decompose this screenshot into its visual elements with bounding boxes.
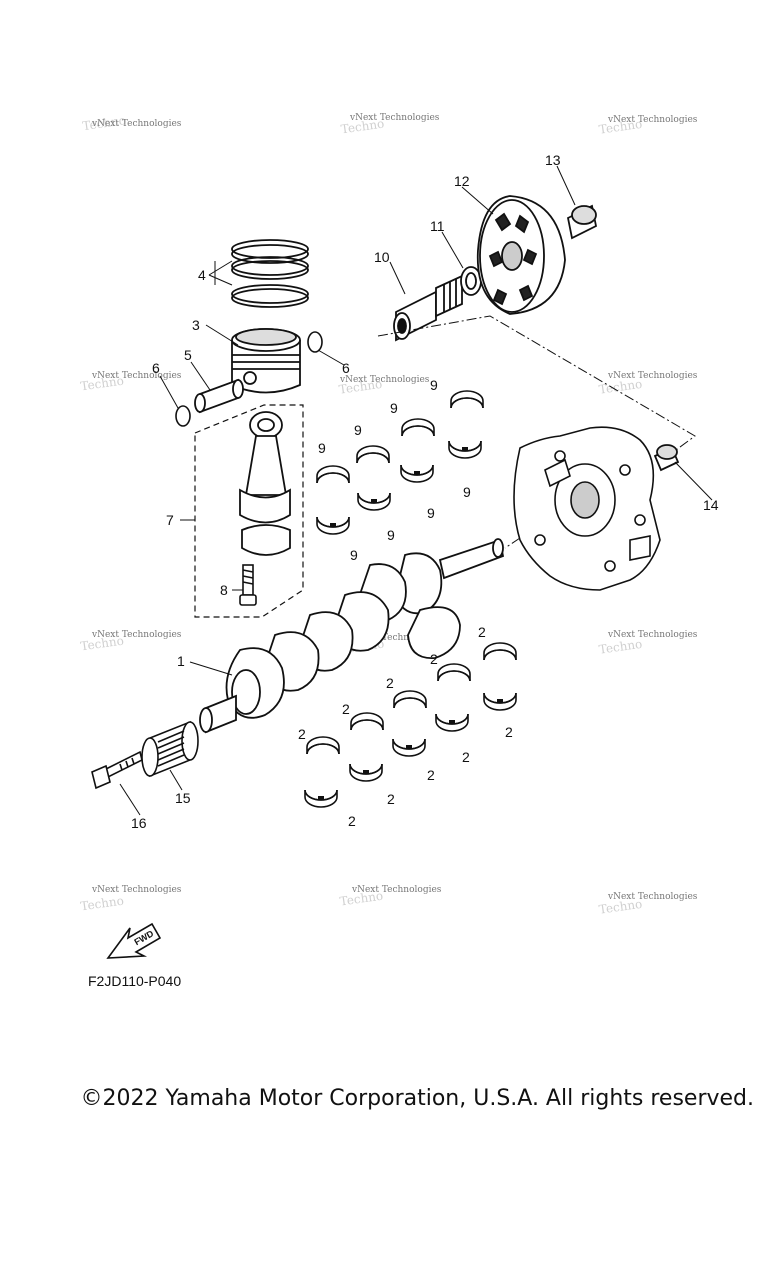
callout-14: 14 [703,497,719,513]
watermark: Techno vNext Technologies [339,885,442,909]
watermark: Techno vNext Technologies [338,375,430,397]
svg-text:vNext Technologies: vNext Technologies [91,885,182,895]
watermark: Techno vNext Technologies [598,892,698,917]
callout-2: 2 [348,813,356,829]
plug [566,204,598,240]
callout-3: 3 [192,317,200,333]
watermark: Techno vNext Technologies [80,630,182,653]
callout-15: 15 [175,790,191,806]
callout-5: 5 [184,347,192,363]
watermark: Techno vNext Technologies [80,885,182,913]
callout-11: 11 [430,218,445,234]
callout-2: 2 [430,651,438,667]
crankshaft [199,538,505,734]
balancer-shaft [393,274,463,342]
callout-9: 9 [387,527,395,543]
callout-9: 9 [350,547,358,563]
watermark: Techno vNext Technologies [80,371,182,393]
callout-2: 2 [386,675,394,691]
watermark: Techno vNext Technologies [340,113,440,136]
callout-9: 9 [463,484,471,500]
callout-9: 9 [427,505,435,521]
seal [653,444,680,472]
figure-code: F2JD110-P040 [88,973,182,989]
watermark: Techno vNext Technologies [598,630,698,657]
svg-text:Techno: Techno [338,377,383,397]
watermark: Techno vNext Technologies [598,371,698,397]
callout-2: 2 [387,791,395,807]
svg-text:vNext Technologies: vNext Technologies [607,371,698,381]
callout-13: 13 [545,152,561,168]
svg-text:Techno: Techno [598,637,643,657]
svg-text:Techno: Techno [80,634,125,654]
svg-text:Techno: Techno [598,377,643,397]
bearing-shells-9 [316,390,484,535]
circlips [175,331,323,427]
svg-text:Techno: Techno [598,897,643,917]
callout-6: 6 [152,360,160,376]
callout-12: 12 [454,173,470,189]
callout-10: 10 [374,249,390,265]
copyright-notice: ©2022 Yamaha Motor Corporation, U.S.A. A… [80,1086,754,1111]
connecting-rod-group [194,404,304,618]
svg-text:vNext Technologies: vNext Technologies [91,119,182,129]
fwd-arrow-icon: FWD [106,922,162,959]
svg-text:Techno: Techno [598,117,643,137]
piston-pin [194,378,244,414]
callout-2: 2 [478,624,486,640]
watermarks: Techno vNext Technologies Techno vNext T… [80,113,698,917]
svg-text:vNext Technologies: vNext Technologies [607,892,698,902]
piston-rings [231,239,309,308]
svg-text:vNext Technologies: vNext Technologies [351,885,442,895]
callout-9: 9 [318,440,326,456]
callouts: 1 2 2 2 2 2 2 2 2 2 2 3 4 5 6 6 7 8 9 9 … [131,152,719,831]
callout-1: 1 [177,653,185,669]
svg-text:Techno: Techno [82,113,127,133]
bearing [141,720,199,778]
svg-text:vNext Technologies: vNext Technologies [91,371,182,381]
callout-2: 2 [462,749,470,765]
svg-text:vNext Technologies: vNext Technologies [349,113,440,123]
svg-text:Techno: Techno [80,374,125,394]
svg-text:Techno: Techno [80,894,125,914]
watermark: Techno vNext Technologies [82,113,182,133]
svg-text:vNext Technologies: vNext Technologies [607,115,698,125]
svg-text:Techno: Techno [340,117,385,137]
callout-2: 2 [342,701,350,717]
callout-9: 9 [390,400,398,416]
callout-7: 7 [166,512,174,528]
svg-text:vNext Technologies: vNext Technologies [91,630,182,640]
svg-text:Techno: Techno [339,889,384,909]
callout-8: 8 [220,582,228,598]
callout-2: 2 [427,767,435,783]
svg-text:vNext Technologies: vNext Technologies [351,633,442,643]
svg-text:vNext Technologies: vNext Technologies [339,375,430,385]
piston [231,328,301,394]
callout-9: 9 [354,422,362,438]
svg-text:vNext Technologies: vNext Technologies [607,630,698,640]
crankcase-cover [513,426,661,591]
callout-16: 16 [131,815,147,831]
crank-bolt [91,750,143,790]
callout-4: 4 [198,267,206,283]
callout-6: 6 [342,360,350,376]
callout-9: 9 [430,377,438,393]
callout-2: 2 [505,724,513,740]
cover-plate [476,195,566,315]
leader-lines [119,165,713,816]
callout-2: 2 [298,726,306,742]
watermark: Techno vNext Technologies [598,115,698,137]
